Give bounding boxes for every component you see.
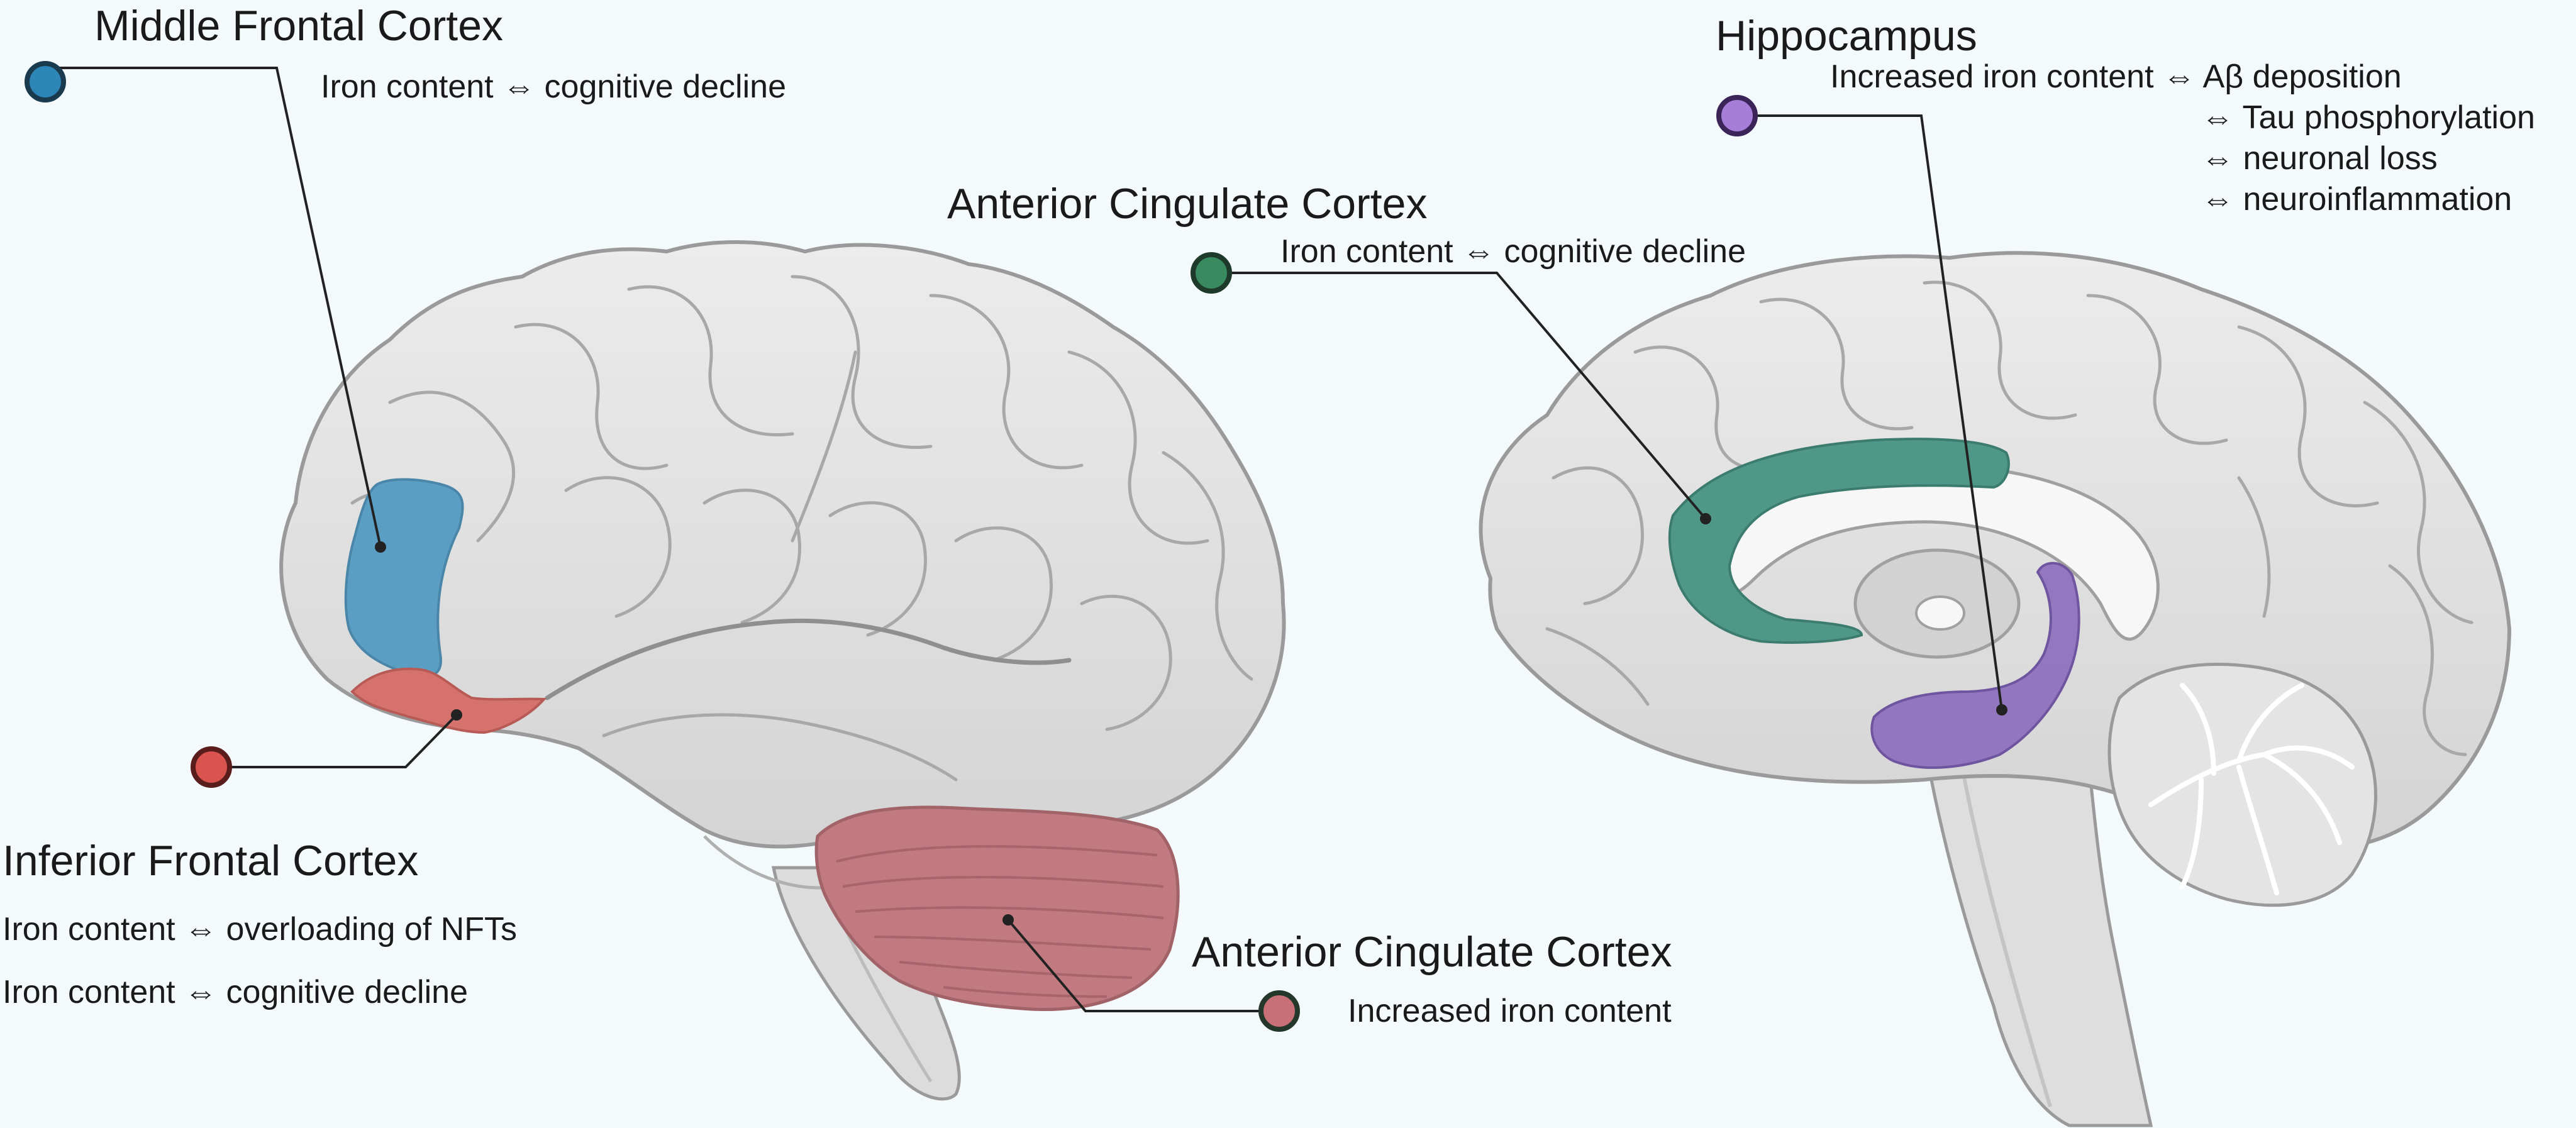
hippocampus-desc-3: ⇔ neuronal loss <box>2201 140 2438 177</box>
middle-frontal-region <box>344 478 464 678</box>
arbor-vitae <box>2148 683 2355 895</box>
marker-dot-red <box>191 746 232 788</box>
inferior-frontal-title: Inferior Frontal Cortex <box>3 837 419 885</box>
inferior-frontal-desc-2: Iron content ⇔ cognitive decline <box>3 974 468 1010</box>
cerebellum-folia <box>836 845 1164 998</box>
hippocampus-region <box>1870 561 2080 769</box>
anterior-cingulate-desc-1: Iron content ⇔ cognitive decline <box>1280 233 1746 270</box>
leader-middle-frontal <box>45 67 382 548</box>
marker-dot-rose <box>1258 990 1300 1032</box>
leader-hippocampus <box>1737 114 2003 711</box>
sagittal-brainstem <box>1923 740 2153 1127</box>
leader-anterior-cingulate <box>1211 272 1707 520</box>
hippocampus-desc-1: Increased iron content ⇔ Aβ deposition <box>1830 58 2402 95</box>
hippocampus-desc-4: ⇔ neuroinflammation <box>2201 181 2512 218</box>
marker-dot-green <box>1191 252 1232 294</box>
marker-dot-purple <box>1716 95 1758 136</box>
inferior-frontal-region <box>350 667 547 734</box>
lateral-brain <box>279 240 1286 1101</box>
marker-dot-blue <box>25 61 66 102</box>
sagittal-brain <box>1479 251 2512 1127</box>
anterior-cingulate-title: Anterior Cingulate Cortex <box>947 180 1428 228</box>
anterior-cingulate-region <box>1668 438 2010 644</box>
inferior-frontal-desc-1: Iron content ⇔ overloading of NFTs <box>3 911 517 948</box>
middle-frontal-desc-1: Iron content ⇔ cognitive decline <box>321 69 786 105</box>
cerebellum-title: Anterior Cingulate Cortex <box>1192 928 1672 976</box>
gyri-lines-right <box>1545 280 2473 756</box>
leader-endpoints <box>375 513 2007 926</box>
hippocampus-desc-2: ⇔ Tau phosphorylation <box>2201 99 2535 136</box>
cerebrum-lateral <box>279 240 1286 849</box>
leader-cerebellum <box>1007 919 1279 1012</box>
gyri-lines-left <box>350 275 1253 782</box>
cerebellum-desc-1: Increased iron content <box>1348 993 1672 1029</box>
leader-inferior-frontal <box>211 714 458 768</box>
leader-lines <box>45 67 2003 1012</box>
middle-frontal-title: Middle Frontal Cortex <box>94 2 504 50</box>
hippocampus-title: Hippocampus <box>1716 12 1977 60</box>
